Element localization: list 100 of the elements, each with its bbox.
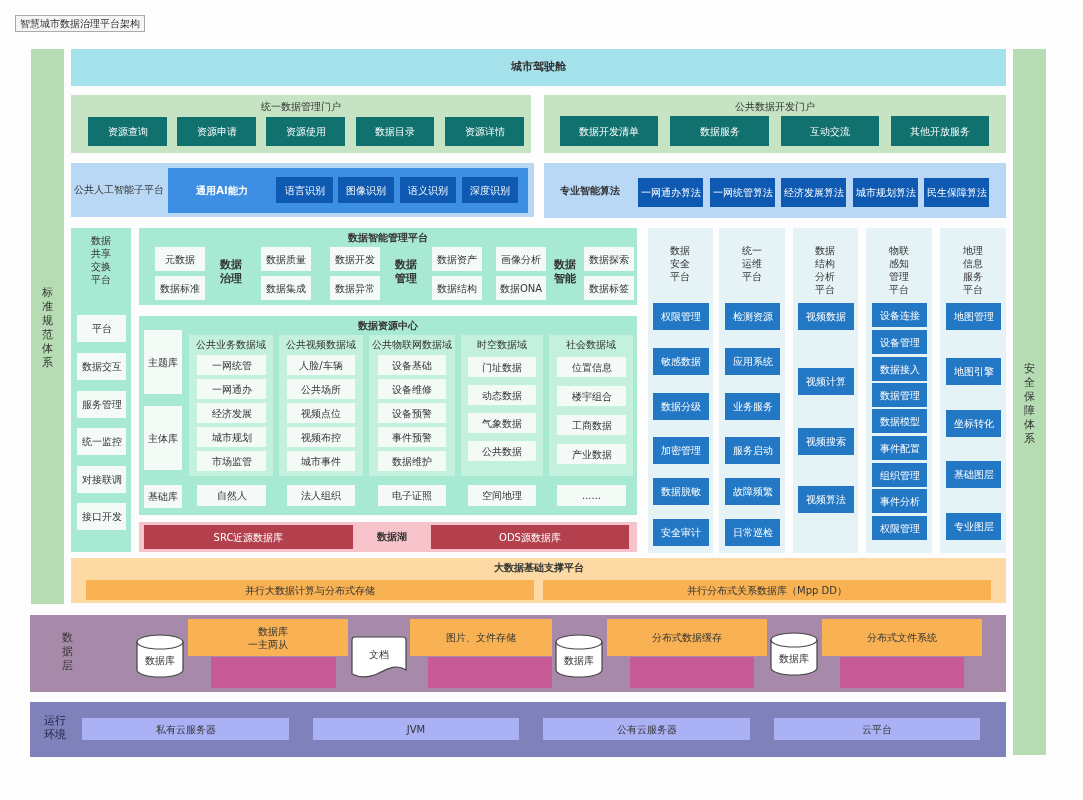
module-tile: 资源申请 bbox=[177, 117, 256, 146]
module-tile: 资源查询 bbox=[88, 117, 167, 146]
module-tile: 权限管理 bbox=[872, 516, 927, 540]
module-tile: 统一监控 bbox=[77, 428, 126, 455]
module-tile: 数据标签 bbox=[584, 276, 634, 300]
column-panel bbox=[461, 335, 543, 476]
panel-title: 公共数据开发门户 bbox=[735, 100, 815, 113]
module-tile: 并行分布式关系数据库（Mpp DD） bbox=[543, 580, 991, 600]
module-tile: 公有云服务器 bbox=[543, 718, 750, 740]
module-tile: 数据维护 bbox=[378, 451, 446, 471]
side-panel bbox=[31, 49, 64, 604]
column-panel bbox=[940, 228, 1006, 553]
panel-title: 物联感知管理平台 bbox=[888, 244, 910, 296]
module-tile: 一网通办算法 bbox=[638, 178, 703, 207]
module-tile: 其他开放服务 bbox=[891, 116, 989, 146]
storage-block bbox=[630, 657, 754, 688]
module-tile: 图像识别 bbox=[338, 177, 394, 203]
module-tile: 加密管理 bbox=[653, 437, 709, 464]
panel-title: 时空数据域 bbox=[477, 338, 527, 351]
module-tile: 工商数据 bbox=[557, 415, 626, 435]
layer-band bbox=[544, 95, 1006, 153]
module-tile: 地图管理 bbox=[946, 303, 1001, 330]
panel-title: 数据资源中心 bbox=[358, 319, 418, 332]
module-tile: 服务启动 bbox=[725, 437, 780, 464]
module-tile: 设备管理 bbox=[872, 330, 927, 354]
module-tile: 数据库一主两从 bbox=[188, 619, 348, 656]
panel-title: 专业智能算法 bbox=[560, 184, 620, 197]
module-tile: 市场监管 bbox=[197, 451, 266, 471]
module-tile: 数据资产 bbox=[432, 247, 482, 271]
group-label: 数据智能 bbox=[553, 258, 577, 286]
module-tile: 应用系统 bbox=[725, 348, 780, 375]
panel-title: 社会数据域 bbox=[566, 338, 616, 351]
module-tile: 一网统管 bbox=[197, 355, 266, 375]
module-tile: 专业图层 bbox=[946, 513, 1001, 540]
column-panel bbox=[648, 228, 713, 553]
module-tile: 元数据 bbox=[155, 247, 205, 271]
module-tile: 自然人 bbox=[197, 485, 266, 506]
group-label: 数据治理 bbox=[219, 258, 243, 286]
group-panel bbox=[71, 228, 131, 552]
node-label: 数据库 bbox=[564, 654, 594, 667]
module-tile: 空间地理 bbox=[468, 485, 536, 506]
module-tile: 数据脱敏 bbox=[653, 478, 709, 505]
module-tile: 数据交互 bbox=[77, 353, 126, 380]
module-tile: 主题库 bbox=[144, 330, 182, 394]
module-tile: 对接联调 bbox=[77, 466, 126, 493]
module-tile: ...... bbox=[557, 485, 626, 506]
module-tile: 服务管理 bbox=[77, 391, 126, 418]
module-tile: 分布式数据缓存 bbox=[607, 619, 767, 656]
panel-title: 公共人工智能子平台 bbox=[74, 183, 164, 196]
module-tile: 民生保障算法 bbox=[924, 178, 989, 207]
module-tile: 数据服务 bbox=[670, 116, 769, 146]
module-tile: 数据集成 bbox=[261, 276, 311, 300]
panel-title: 公共视频数据域 bbox=[286, 338, 356, 351]
layer-band bbox=[544, 163, 1006, 218]
module-tile: 视频算法 bbox=[798, 486, 854, 513]
storage-block bbox=[840, 657, 964, 688]
module-tile: 数据ONA bbox=[496, 276, 546, 300]
group-panel bbox=[139, 316, 637, 515]
module-tile: 城市事件 bbox=[287, 451, 355, 471]
panel-title: 数据共享交换平台 bbox=[90, 234, 112, 286]
module-tile: SRC近源数据库 bbox=[144, 525, 353, 549]
layer-band bbox=[139, 522, 637, 552]
module-tile: 数据探索 bbox=[584, 247, 634, 271]
module-tile: 电子证照 bbox=[378, 485, 446, 506]
module-tile: 安全审计 bbox=[653, 519, 709, 546]
module-tile: 主体库 bbox=[144, 406, 182, 470]
module-tile: JVM bbox=[313, 718, 519, 740]
module-tile: 并行大数据计算与分布式存储 bbox=[86, 580, 534, 600]
module-tile: 私有云服务器 bbox=[82, 718, 289, 740]
storage-block bbox=[428, 657, 552, 688]
module-tile: 数据管理 bbox=[872, 383, 927, 407]
layer-band bbox=[71, 558, 1006, 603]
module-tile: 动态数据 bbox=[468, 385, 536, 405]
module-tile: 基础库 bbox=[144, 485, 182, 508]
module-tile: 数据质量 bbox=[261, 247, 311, 271]
module-tile: 基础图层 bbox=[946, 461, 1001, 488]
node-label: 数据库 bbox=[779, 652, 809, 665]
module-tile: 城市规划算法 bbox=[853, 178, 918, 207]
panel-title: 数据湖 bbox=[377, 530, 407, 543]
panel-title: 数据结构分析平台 bbox=[814, 244, 836, 296]
layer-band bbox=[30, 702, 1006, 757]
module-tile: 互动交流 bbox=[781, 116, 879, 146]
module-tile: 公共场所 bbox=[287, 379, 355, 399]
column-panel bbox=[719, 228, 785, 553]
panel-title: 公共业务数据域 bbox=[196, 338, 266, 351]
column-panel bbox=[189, 335, 273, 476]
module-tile: 一网通办 bbox=[197, 379, 266, 399]
panel-title: 数据层 bbox=[60, 631, 74, 673]
module-tile: 经济发展 bbox=[197, 403, 266, 423]
module-tile: 坐标转化 bbox=[946, 410, 1001, 437]
group-panel bbox=[168, 168, 528, 213]
column-panel bbox=[793, 228, 858, 553]
module-tile: 地图引擎 bbox=[946, 358, 1001, 385]
module-tile: 一网统管算法 bbox=[710, 178, 775, 207]
module-tile: 深度识别 bbox=[462, 177, 518, 203]
module-tile: 数据开发 bbox=[330, 247, 380, 271]
module-tile: 设备连接 bbox=[872, 303, 927, 327]
layer-band bbox=[71, 95, 531, 153]
module-tile: 组织管理 bbox=[872, 463, 927, 487]
module-tile: 门址数据 bbox=[468, 357, 536, 377]
